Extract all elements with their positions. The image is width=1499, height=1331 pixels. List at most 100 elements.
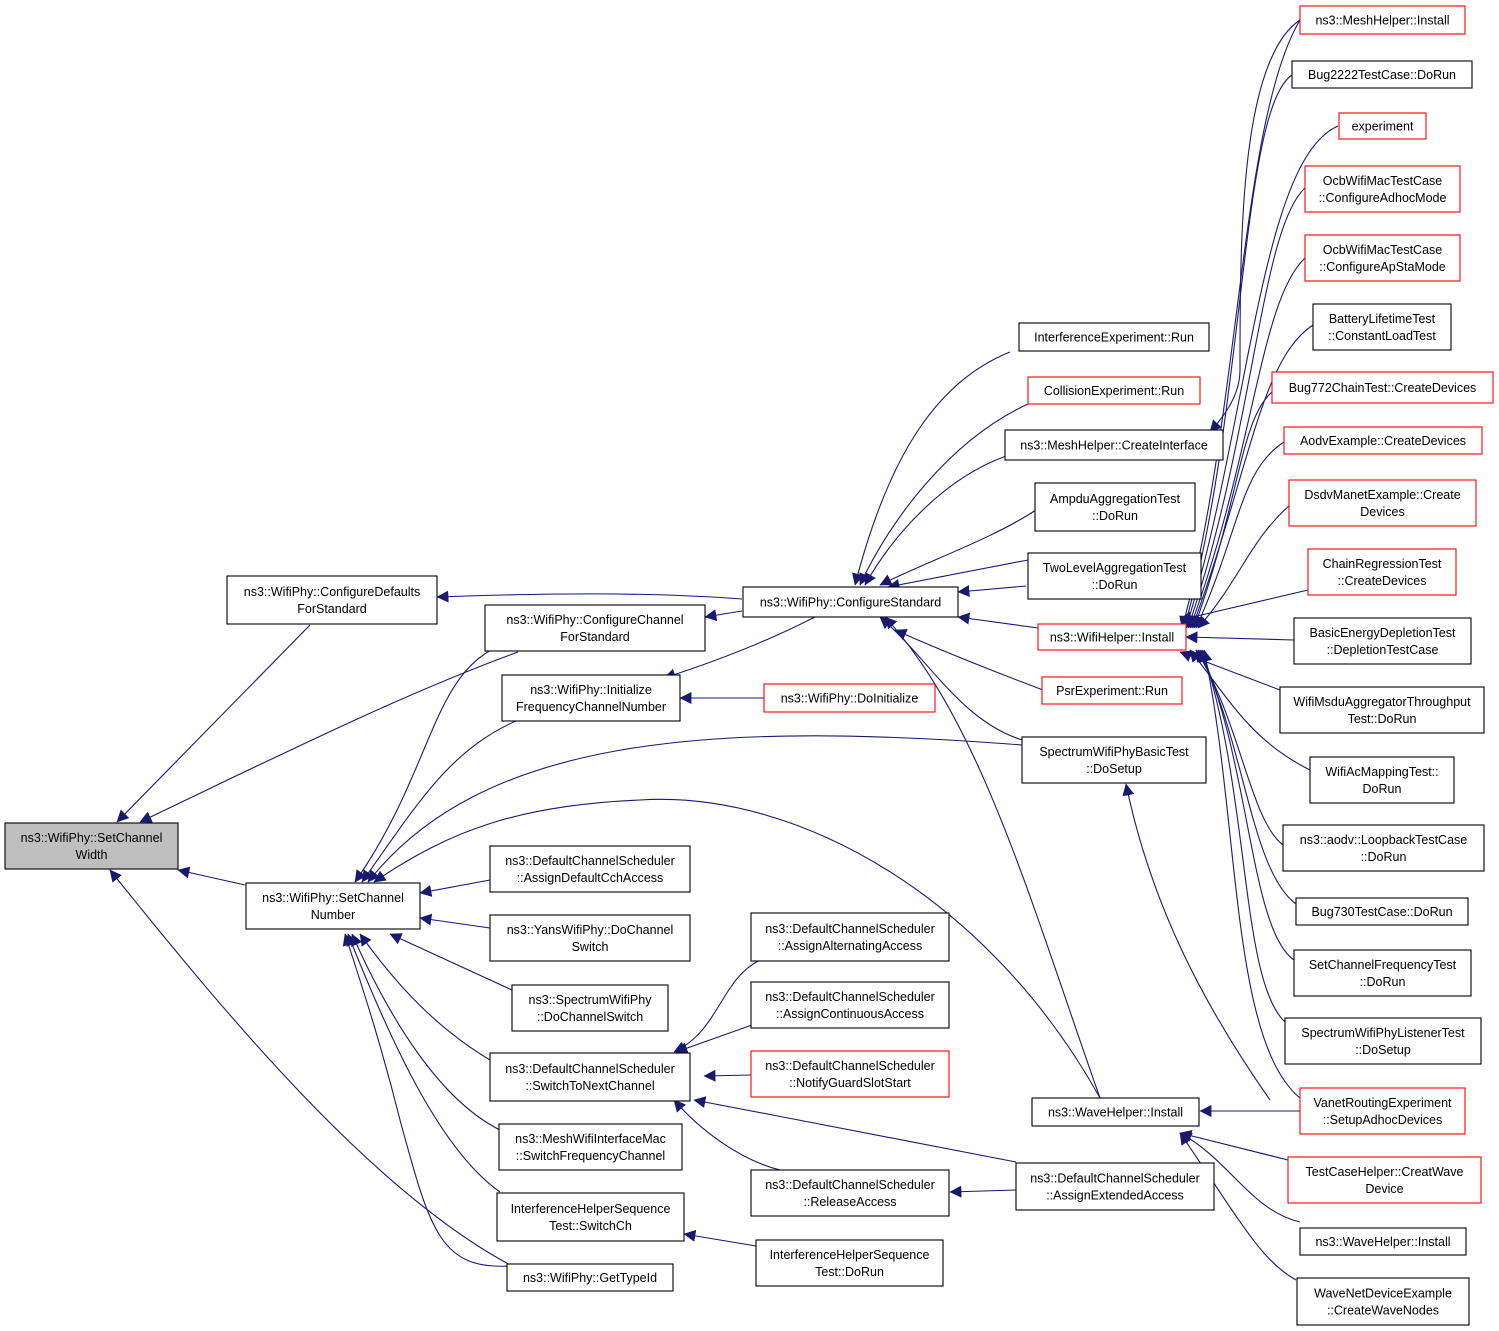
node-r-aodv[interactable]: AodvExample::CreateDevices — [1283, 426, 1483, 455]
node-label-line: ns3::WifiPhy::DoInitialize — [781, 692, 919, 706]
node-n-release[interactable]: ns3::DefaultChannelScheduler::ReleaseAcc… — [750, 1169, 950, 1217]
node-box — [1037, 623, 1187, 651]
node-n-specbasic[interactable]: SpectrumWifiPhyBasicTest::DoSetup — [1021, 736, 1207, 784]
node-r-basicenergy[interactable]: BasicEnergyDepletionTest::DepletionTestC… — [1293, 617, 1472, 665]
node-label-line: ::AssignAlternatingAccess — [778, 939, 923, 953]
node-n-initfreq[interactable]: ns3::WifiPhy::InitializeFrequencyChannel… — [501, 674, 681, 722]
node-box — [750, 1050, 950, 1098]
node-n-psrexp[interactable]: PsrExperiment::Run — [1041, 676, 1183, 705]
node-label-line: Test::DoRun — [1348, 712, 1417, 726]
node-box — [4, 822, 179, 870]
node-label-line: ns3::DefaultChannelScheduler — [765, 1178, 935, 1192]
node-label-line: ForStandard — [297, 602, 367, 616]
node-label-line: OcbWifiMacTestCase — [1323, 174, 1443, 188]
node-r-bug730[interactable]: Bug730TestCase::DoRun — [1295, 897, 1469, 926]
node-n-meshfreq[interactable]: ns3::MeshWifiInterfaceMac::SwitchFrequen… — [498, 1123, 683, 1171]
node-n-doinit[interactable]: ns3::WifiPhy::DoInitialize — [763, 683, 936, 713]
node-n-switchnext[interactable]: ns3::DefaultChannelScheduler::SwitchToNe… — [489, 1052, 691, 1102]
node-box — [1287, 1156, 1482, 1204]
node-box — [750, 1169, 950, 1217]
node-label-line: ::CreateWaveNodes — [1327, 1304, 1439, 1318]
node-box — [226, 575, 438, 625]
node-n-notifyguard[interactable]: ns3::DefaultChannelScheduler::NotifyGuar… — [750, 1050, 950, 1098]
node-r-vanet[interactable]: VanetRoutingExperiment::SetupAdhocDevice… — [1299, 1087, 1466, 1135]
node-box — [1271, 371, 1494, 404]
node-label-line: BatteryLifetimeTest — [1329, 312, 1436, 326]
node-label-line: Width — [76, 848, 108, 862]
node-n-assigndefault[interactable]: ns3::DefaultChannelScheduler::AssignDefa… — [489, 845, 691, 893]
node-n-collexp[interactable]: CollisionExperiment::Run — [1027, 376, 1201, 405]
node-r-experiment[interactable]: experiment — [1338, 112, 1427, 140]
node-n-assignalt[interactable]: ns3::DefaultChannelScheduler::AssignAlte… — [750, 912, 950, 962]
node-n-cfgchannel[interactable]: ns3::WifiPhy::ConfigureChannelForStandar… — [484, 604, 706, 652]
node-label-line: ns3::DefaultChannelScheduler — [765, 1059, 935, 1073]
node-n-wifihelper[interactable]: ns3::WifiHelper::Install — [1037, 623, 1187, 651]
node-label-line: ::DoSetup — [1086, 762, 1142, 776]
node-label-line: ns3::DefaultChannelScheduler — [765, 990, 935, 1004]
node-label-line: ns3::WaveHelper::Install — [1315, 1235, 1450, 1249]
node-n-wavehelper[interactable]: ns3::WaveHelper::Install — [1031, 1097, 1200, 1127]
call-edges — [109, 19, 1339, 1281]
node-box — [1295, 897, 1469, 926]
node-r-speclistener[interactable]: SpectrumWifiPhyListenerTest::DoSetup — [1284, 1017, 1482, 1065]
node-n-gettypeid[interactable]: ns3::WifiPhy::GetTypeId — [506, 1263, 674, 1292]
node-r-bug2222[interactable]: Bug2222TestCase::DoRun — [1291, 60, 1473, 89]
node-label-line: ::DoRun — [1361, 850, 1407, 864]
node-label-line: Test::DoRun — [815, 1265, 884, 1279]
node-n-spectrumswitch[interactable]: ns3::SpectrumWifiPhy::DoChannelSwitch — [511, 984, 669, 1032]
node-r-wavenet[interactable]: WaveNetDeviceExample::CreateWaveNodes — [1296, 1277, 1470, 1326]
node-n-assigncont[interactable]: ns3::DefaultChannelScheduler::AssignCont… — [750, 981, 950, 1029]
node-label-line: ns3::WaveHelper::Install — [1048, 1106, 1183, 1120]
node-r-battery[interactable]: BatteryLifetimeTest::ConstantLoadTest — [1312, 303, 1452, 351]
node-label-line: ::AssignContinuousAccess — [776, 1007, 924, 1021]
node-box — [763, 683, 936, 713]
node-label-line: ::DepletionTestCase — [1327, 643, 1439, 657]
node-label-line: WifiAcMappingTest:: — [1325, 765, 1438, 779]
node-r-meshinstall[interactable]: ns3::MeshHelper::Install — [1299, 5, 1466, 35]
node-r-ocbadhoc[interactable]: OcbWifiMacTestCase::ConfigureAdhocMode — [1304, 165, 1461, 213]
node-box — [498, 1123, 683, 1171]
node-label-line: ::DoRun — [1360, 975, 1406, 989]
node-box — [489, 845, 691, 893]
node-n-meshcreateif[interactable]: ns3::MeshHelper::CreateInterface — [1004, 429, 1224, 461]
node-r-bug772[interactable]: Bug772ChainTest::CreateDevices — [1271, 371, 1494, 404]
node-n-cfgdefaults[interactable]: ns3::WifiPhy::ConfigureDefaultsForStanda… — [226, 575, 438, 625]
node-r-ocbapsta[interactable]: OcbWifiMacTestCase::ConfigureApStaMode — [1304, 234, 1461, 282]
node-label-line: ns3::WifiPhy::SetChannel — [21, 831, 163, 845]
node-label-line: ns3::WifiPhy::ConfigureChannel — [506, 613, 683, 627]
node-label-line: ns3::DefaultChannelScheduler — [505, 1062, 675, 1076]
node-r-loopback[interactable]: ns3::aodv::LoopbackTestCase::DoRun — [1282, 824, 1485, 872]
node-n-ifexp[interactable]: InterferenceExperiment::Run — [1018, 322, 1210, 352]
node-box — [1004, 429, 1224, 461]
node-r-wavehelper2[interactable]: ns3::WaveHelper::Install — [1299, 1227, 1467, 1256]
node-label-line: BasicEnergyDepletionTest — [1310, 626, 1456, 640]
node-r-acmapping[interactable]: WifiAcMappingTest::DoRun — [1309, 756, 1455, 804]
node-label-line: Switch — [572, 940, 609, 954]
node-box — [750, 912, 950, 962]
node-n-yansswitch[interactable]: ns3::YansWifiPhy::DoChannelSwitch — [489, 914, 691, 962]
node-r-dsdv[interactable]: DsdvManetExample::CreateDevices — [1288, 479, 1477, 527]
node-label-line: Bug730TestCase::DoRun — [1311, 905, 1452, 919]
node-n-ampdu[interactable]: AmpduAggregationTest::DoRun — [1034, 482, 1196, 532]
node-label-line: DsdvManetExample::Create — [1304, 488, 1460, 502]
node-n-cfgstandard[interactable]: ns3::WifiPhy::ConfigureStandard — [742, 586, 959, 618]
node-label-line: FrequencyChannelNumber — [516, 700, 666, 714]
node-label-line: ::ConfigureApStaMode — [1319, 260, 1446, 274]
node-box — [1309, 756, 1455, 804]
node-label-line: ns3::MeshHelper::CreateInterface — [1020, 439, 1208, 453]
node-r-setfreq[interactable]: SetChannelFrequencyTest::DoRun — [1293, 949, 1472, 997]
node-box — [489, 914, 691, 962]
node-n-twolevel[interactable]: TwoLevelAggregationTest::DoRun — [1027, 552, 1202, 600]
node-r-chainreg[interactable]: ChainRegressionTest::CreateDevices — [1307, 548, 1457, 596]
node-n-assignext[interactable]: ns3::DefaultChannelScheduler::AssignExte… — [1015, 1162, 1215, 1211]
node-box — [511, 984, 669, 1032]
node-label-line: ::ConstantLoadTest — [1328, 329, 1436, 343]
node-label-line: InterferenceExperiment::Run — [1034, 331, 1194, 345]
